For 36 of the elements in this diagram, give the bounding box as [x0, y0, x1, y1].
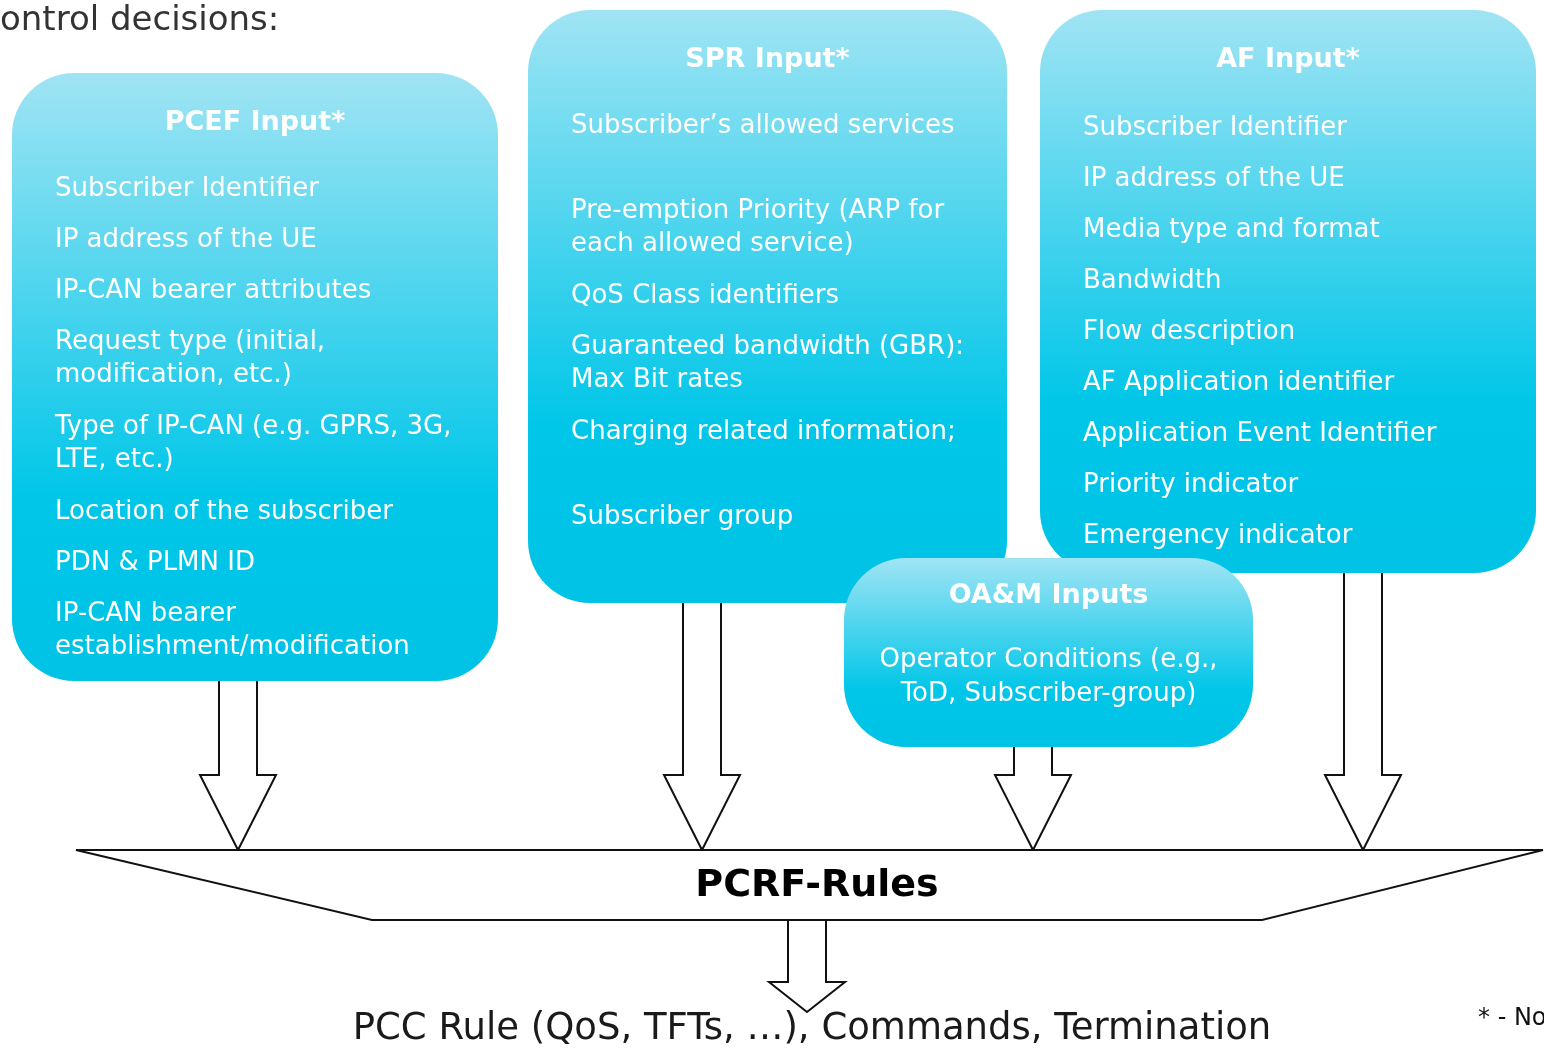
input-panel [844, 558, 1253, 747]
input-panel [1040, 10, 1536, 573]
list-item: Type of IP-CAN (e.g. GPRS, 3G, LTE, etc.) [55, 409, 453, 476]
output-text: PCC Rule (QoS, TFTs, …), Commands, Termination [300, 1005, 1324, 1048]
list-item: IP address of the UE [1083, 161, 1346, 194]
list-item: IP-CAN bearer establishment/modification [55, 596, 411, 663]
list-item: Subscriber Identifier [55, 171, 320, 204]
list-item: Request type (initial, modification, etc.) [55, 324, 327, 391]
panel-heading: SPR Input* [684, 42, 851, 73]
list-item: IP-CAN bearer attributes [55, 273, 373, 306]
list-item: Priority indicator [1083, 467, 1300, 500]
block-arrow [766, 920, 848, 1014]
list-item: AF Application identifier [1083, 365, 1396, 398]
list-item: Flow description [1083, 314, 1297, 347]
heading-text: ontrol decisions: [0, 0, 280, 38]
list-item: IP address of the UE [55, 222, 318, 255]
list-item: Media type and format [1083, 212, 1381, 245]
funnel-label: PCRF-Rules [694, 861, 940, 905]
list-item: Pre-emption Priority (ARP for each allowed service) [571, 193, 946, 260]
list-item: Location of the subscriber [55, 494, 394, 527]
panel-heading: PCEF Input* [163, 105, 347, 136]
list-item: QoS Class identifiers [571, 278, 841, 311]
list-item: Subscriber group [571, 499, 795, 532]
list-item: Subscriber’s allowed services [571, 108, 956, 141]
list-item: Charging related information; [571, 414, 957, 447]
panel-heading: OA&M Inputs [947, 577, 1150, 611]
panel-heading: AF Input* [1215, 42, 1361, 73]
list-item: Guaranteed bandwidth (GBR): Max Bit rates [571, 329, 966, 396]
list-item: Subscriber Identifier [1083, 110, 1348, 143]
list-item: Bandwidth [1083, 263, 1223, 296]
input-panel [12, 73, 498, 681]
list-item: PDN & PLMN ID [55, 545, 256, 578]
list-item: Emergency indicator [1083, 518, 1354, 551]
panel-text: Operator Conditions (e.g., ToD, Subscriber-group) [878, 642, 1219, 709]
list-item: Application Event Identifier [1083, 416, 1438, 449]
funnel-shape [75, 849, 1544, 921]
